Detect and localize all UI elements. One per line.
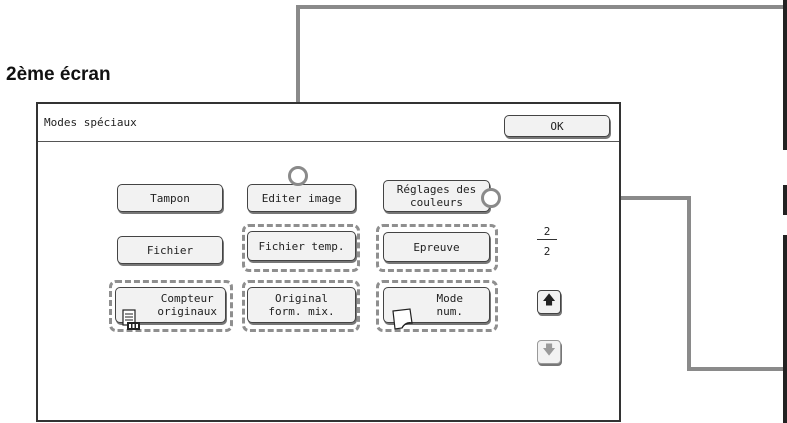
counter-icon <box>122 296 141 330</box>
tampon-button[interactable]: Tampon <box>117 184 223 212</box>
special-modes-screen: Modes spéciaux OK Tampon Editer image Ré… <box>36 102 621 422</box>
page-total: 2 <box>543 245 551 258</box>
leader-line-top-horizontal <box>296 5 783 9</box>
ok-button[interactable]: OK <box>504 115 610 137</box>
edge-bar-lower <box>783 235 787 423</box>
compteur-originaux-label: Compteur originaux <box>157 292 217 318</box>
dashed-frame-original-form-mix <box>242 280 360 332</box>
arrow-down-icon: 🡇 <box>542 343 556 358</box>
compteur-originaux-button[interactable]: Compteur originaux <box>115 287 226 330</box>
leader-dot-editer-image <box>288 166 308 186</box>
edge-bar-middle <box>783 185 787 215</box>
dashed-frame-mode-num <box>376 280 498 332</box>
page-current: 2 <box>543 225 551 238</box>
leader-line-top-vertical <box>296 5 300 175</box>
arrow-up-icon: 🡅 <box>542 293 556 308</box>
epreuve-button[interactable]: Epreuve <box>383 232 490 262</box>
edge-bar-upper <box>783 0 787 150</box>
leader-dot-reglages-couleurs <box>481 188 501 208</box>
mode-num-label: Mode num. <box>436 292 464 318</box>
scroll-up-button[interactable]: 🡅 <box>537 290 561 314</box>
fichier-button[interactable]: Fichier <box>117 236 223 264</box>
mode-num-button[interactable]: Mode num. <box>383 287 490 330</box>
dashed-frame-compteur-originaux <box>109 280 233 332</box>
page-heading: 2ème écran <box>6 64 111 85</box>
editer-image-button[interactable]: Editer image <box>247 184 356 212</box>
leader-line-bottom-horizontal <box>687 367 783 371</box>
leader-line-right-vertical <box>687 196 691 371</box>
page-divider <box>537 239 557 240</box>
screen-title: Modes spéciaux <box>44 116 137 129</box>
screen-header: Modes spéciaux OK <box>38 104 619 142</box>
reglages-couleurs-button[interactable]: Réglages des couleurs <box>383 180 490 212</box>
original-form-mix-button[interactable]: Original form. mix. <box>247 287 356 323</box>
page-curl-icon <box>390 295 414 330</box>
dashed-frame-fichier-temp <box>242 224 360 272</box>
scroll-down-button[interactable]: 🡇 <box>537 340 561 364</box>
dashed-frame-epreuve <box>376 224 498 272</box>
fichier-temp-button[interactable]: Fichier temp. <box>247 231 356 261</box>
